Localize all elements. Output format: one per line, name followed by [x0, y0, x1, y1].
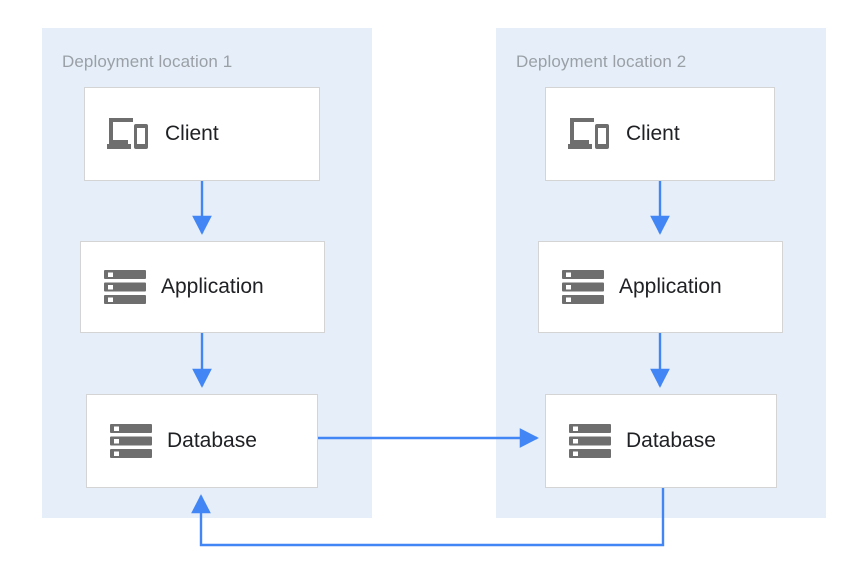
- zone-label-deployment-location-1: Deployment location 1: [62, 52, 233, 71]
- server-icon: [564, 418, 616, 464]
- node-label-database-2: Database: [626, 429, 716, 452]
- devices-icon: [564, 111, 616, 157]
- node-label-application-1: Application: [161, 275, 264, 298]
- zone-label-deployment-location-2: Deployment location 2: [516, 52, 687, 71]
- node-client-1[interactable]: Client: [84, 87, 320, 181]
- devices-icon: [103, 111, 155, 157]
- node-label-client-1: Client: [165, 122, 219, 145]
- server-icon: [557, 264, 609, 310]
- node-label-client-2: Client: [626, 122, 680, 145]
- node-database-2[interactable]: Database: [545, 394, 777, 488]
- node-database-1[interactable]: Database: [86, 394, 318, 488]
- node-label-database-1: Database: [167, 429, 257, 452]
- server-icon: [105, 418, 157, 464]
- node-application-2[interactable]: Application: [538, 241, 783, 333]
- node-label-application-2: Application: [619, 275, 722, 298]
- node-application-1[interactable]: Application: [80, 241, 325, 333]
- server-icon: [99, 264, 151, 310]
- node-client-2[interactable]: Client: [545, 87, 775, 181]
